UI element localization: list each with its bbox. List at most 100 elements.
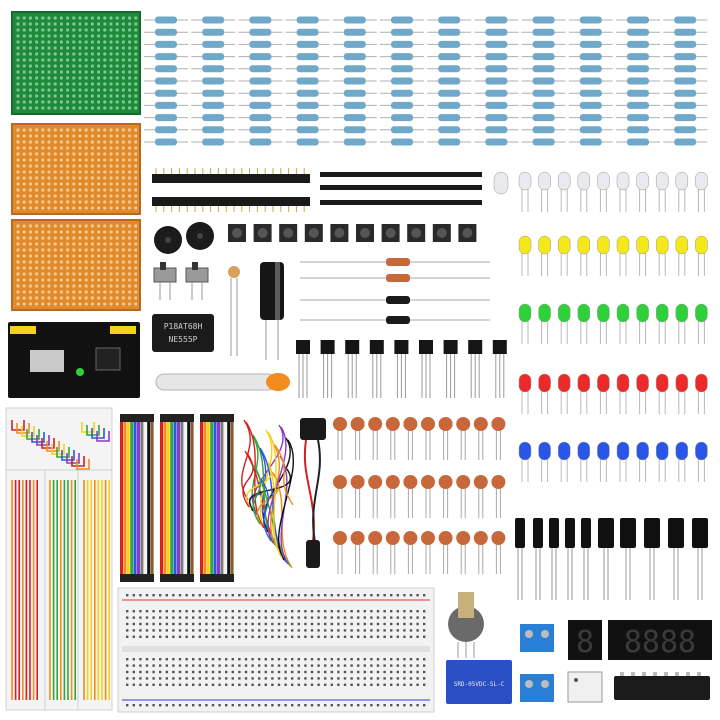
tactile-button-cap xyxy=(283,228,294,238)
perfboard-hole xyxy=(35,164,39,168)
breadboard-hole xyxy=(205,616,208,619)
perfboard-hole xyxy=(35,248,39,252)
perfboard-hole xyxy=(109,296,113,300)
perfboard-hole xyxy=(115,128,119,132)
resistor xyxy=(249,65,272,73)
perfboard-hole xyxy=(84,40,88,44)
perfboard-hole xyxy=(84,176,88,180)
perfboard-hole xyxy=(128,158,132,162)
perfboard-hole xyxy=(128,224,132,228)
breadboard-hole xyxy=(225,683,228,686)
breadboard-hole xyxy=(211,677,215,680)
breadboard-hole xyxy=(238,658,241,661)
jumper-wire xyxy=(71,456,85,467)
perfboard-hole xyxy=(66,170,70,174)
perfboard-hole xyxy=(128,140,132,144)
electrolytic-capacitor xyxy=(620,518,636,548)
loose-jumper-wire xyxy=(242,452,254,508)
perfboard-hole xyxy=(72,100,76,104)
perfboard-hole xyxy=(128,290,132,294)
breadboard-hole xyxy=(284,670,287,674)
breadboard-hole xyxy=(185,683,188,686)
perfboard-hole xyxy=(41,296,45,300)
perfboard-hole xyxy=(109,188,113,192)
perfboard-hole xyxy=(47,40,51,44)
perfboard-hole xyxy=(53,16,57,20)
ic-555-line2: NE555P xyxy=(169,335,198,344)
perfboard-hole xyxy=(128,152,132,156)
ceramic-capacitor xyxy=(456,417,471,431)
breadboard-hole xyxy=(416,610,419,613)
perfboard-hole xyxy=(121,34,125,38)
perfboard-hole xyxy=(109,76,113,80)
breadboard-hole xyxy=(264,670,267,674)
perfboard-hole xyxy=(115,170,119,174)
perfboard-hole xyxy=(35,106,39,110)
perfboard-hole xyxy=(128,206,132,210)
breadboard-rail-hole xyxy=(152,594,155,597)
breadboard-hole xyxy=(172,664,175,667)
perfboard-hole xyxy=(121,296,125,300)
perfboard-hole xyxy=(72,88,76,92)
breadboard-hole xyxy=(192,683,195,686)
perfboard-hole xyxy=(97,128,101,132)
ceramic-capacitor xyxy=(350,531,365,545)
perfboard-hole xyxy=(128,134,132,138)
breadboard-rail-hole xyxy=(370,704,373,707)
breadboard-hole xyxy=(310,635,314,638)
dupont-connector xyxy=(160,414,194,422)
perfboard-hole xyxy=(28,296,32,300)
resistor xyxy=(391,77,413,85)
perfboard-hole xyxy=(84,70,88,74)
perfboard-hole xyxy=(103,88,107,92)
perfboard-hole xyxy=(103,70,107,74)
breadboard-hole xyxy=(297,616,300,619)
resistor xyxy=(438,77,461,85)
perfboard-hole xyxy=(134,236,138,240)
terminal-block-1 xyxy=(520,624,554,652)
perfboard-hole xyxy=(78,206,82,210)
perfboard-hole xyxy=(72,164,76,168)
perfboard-hole xyxy=(90,28,94,32)
breadboard-hole xyxy=(343,658,347,661)
perfboard-hole xyxy=(16,248,20,252)
perfboard-hole xyxy=(47,100,51,104)
perfboard-hole xyxy=(41,182,45,186)
perfboard-hole xyxy=(128,230,132,234)
ceramic-capacitor xyxy=(385,531,400,545)
breadboard-hole xyxy=(284,622,287,626)
breadboard-hole xyxy=(218,683,221,686)
perfboard-hole xyxy=(109,200,113,204)
breadboard-hole xyxy=(350,658,353,661)
resistor xyxy=(343,53,366,61)
perfboard-hole xyxy=(66,82,70,86)
breadboard-hole xyxy=(258,677,261,680)
breadboard-hole xyxy=(244,677,248,680)
perfboard-hole xyxy=(22,88,26,92)
perfboard-hole xyxy=(134,302,138,306)
perfboard-hole xyxy=(121,188,125,192)
resistor xyxy=(155,28,177,36)
perfboard-hole xyxy=(115,94,119,98)
led-red xyxy=(538,373,551,393)
perfboard-hole xyxy=(22,152,26,156)
perfboard-hole xyxy=(47,200,51,204)
perfboard-hole xyxy=(22,22,26,26)
perfboard-hole xyxy=(28,224,32,228)
breadboard-rail-hole xyxy=(132,594,135,597)
resistor xyxy=(202,101,225,109)
perfboard-hole xyxy=(90,302,94,306)
perfboard-hole xyxy=(109,16,113,20)
perfboard-hole xyxy=(53,76,57,80)
perfboard-hole xyxy=(53,94,57,98)
loose-jumper-wire xyxy=(245,460,273,510)
breadboard-hole xyxy=(178,622,182,626)
loose-jumper-wire xyxy=(274,444,294,506)
perfboard-hole xyxy=(72,242,76,246)
breadboard-hole xyxy=(172,677,175,680)
perfboard-hole xyxy=(35,224,39,228)
perfboard-hole xyxy=(128,82,132,86)
perfboard-hole xyxy=(109,58,113,62)
breadboard-hole xyxy=(390,670,393,674)
breadboard-hole xyxy=(383,629,386,632)
